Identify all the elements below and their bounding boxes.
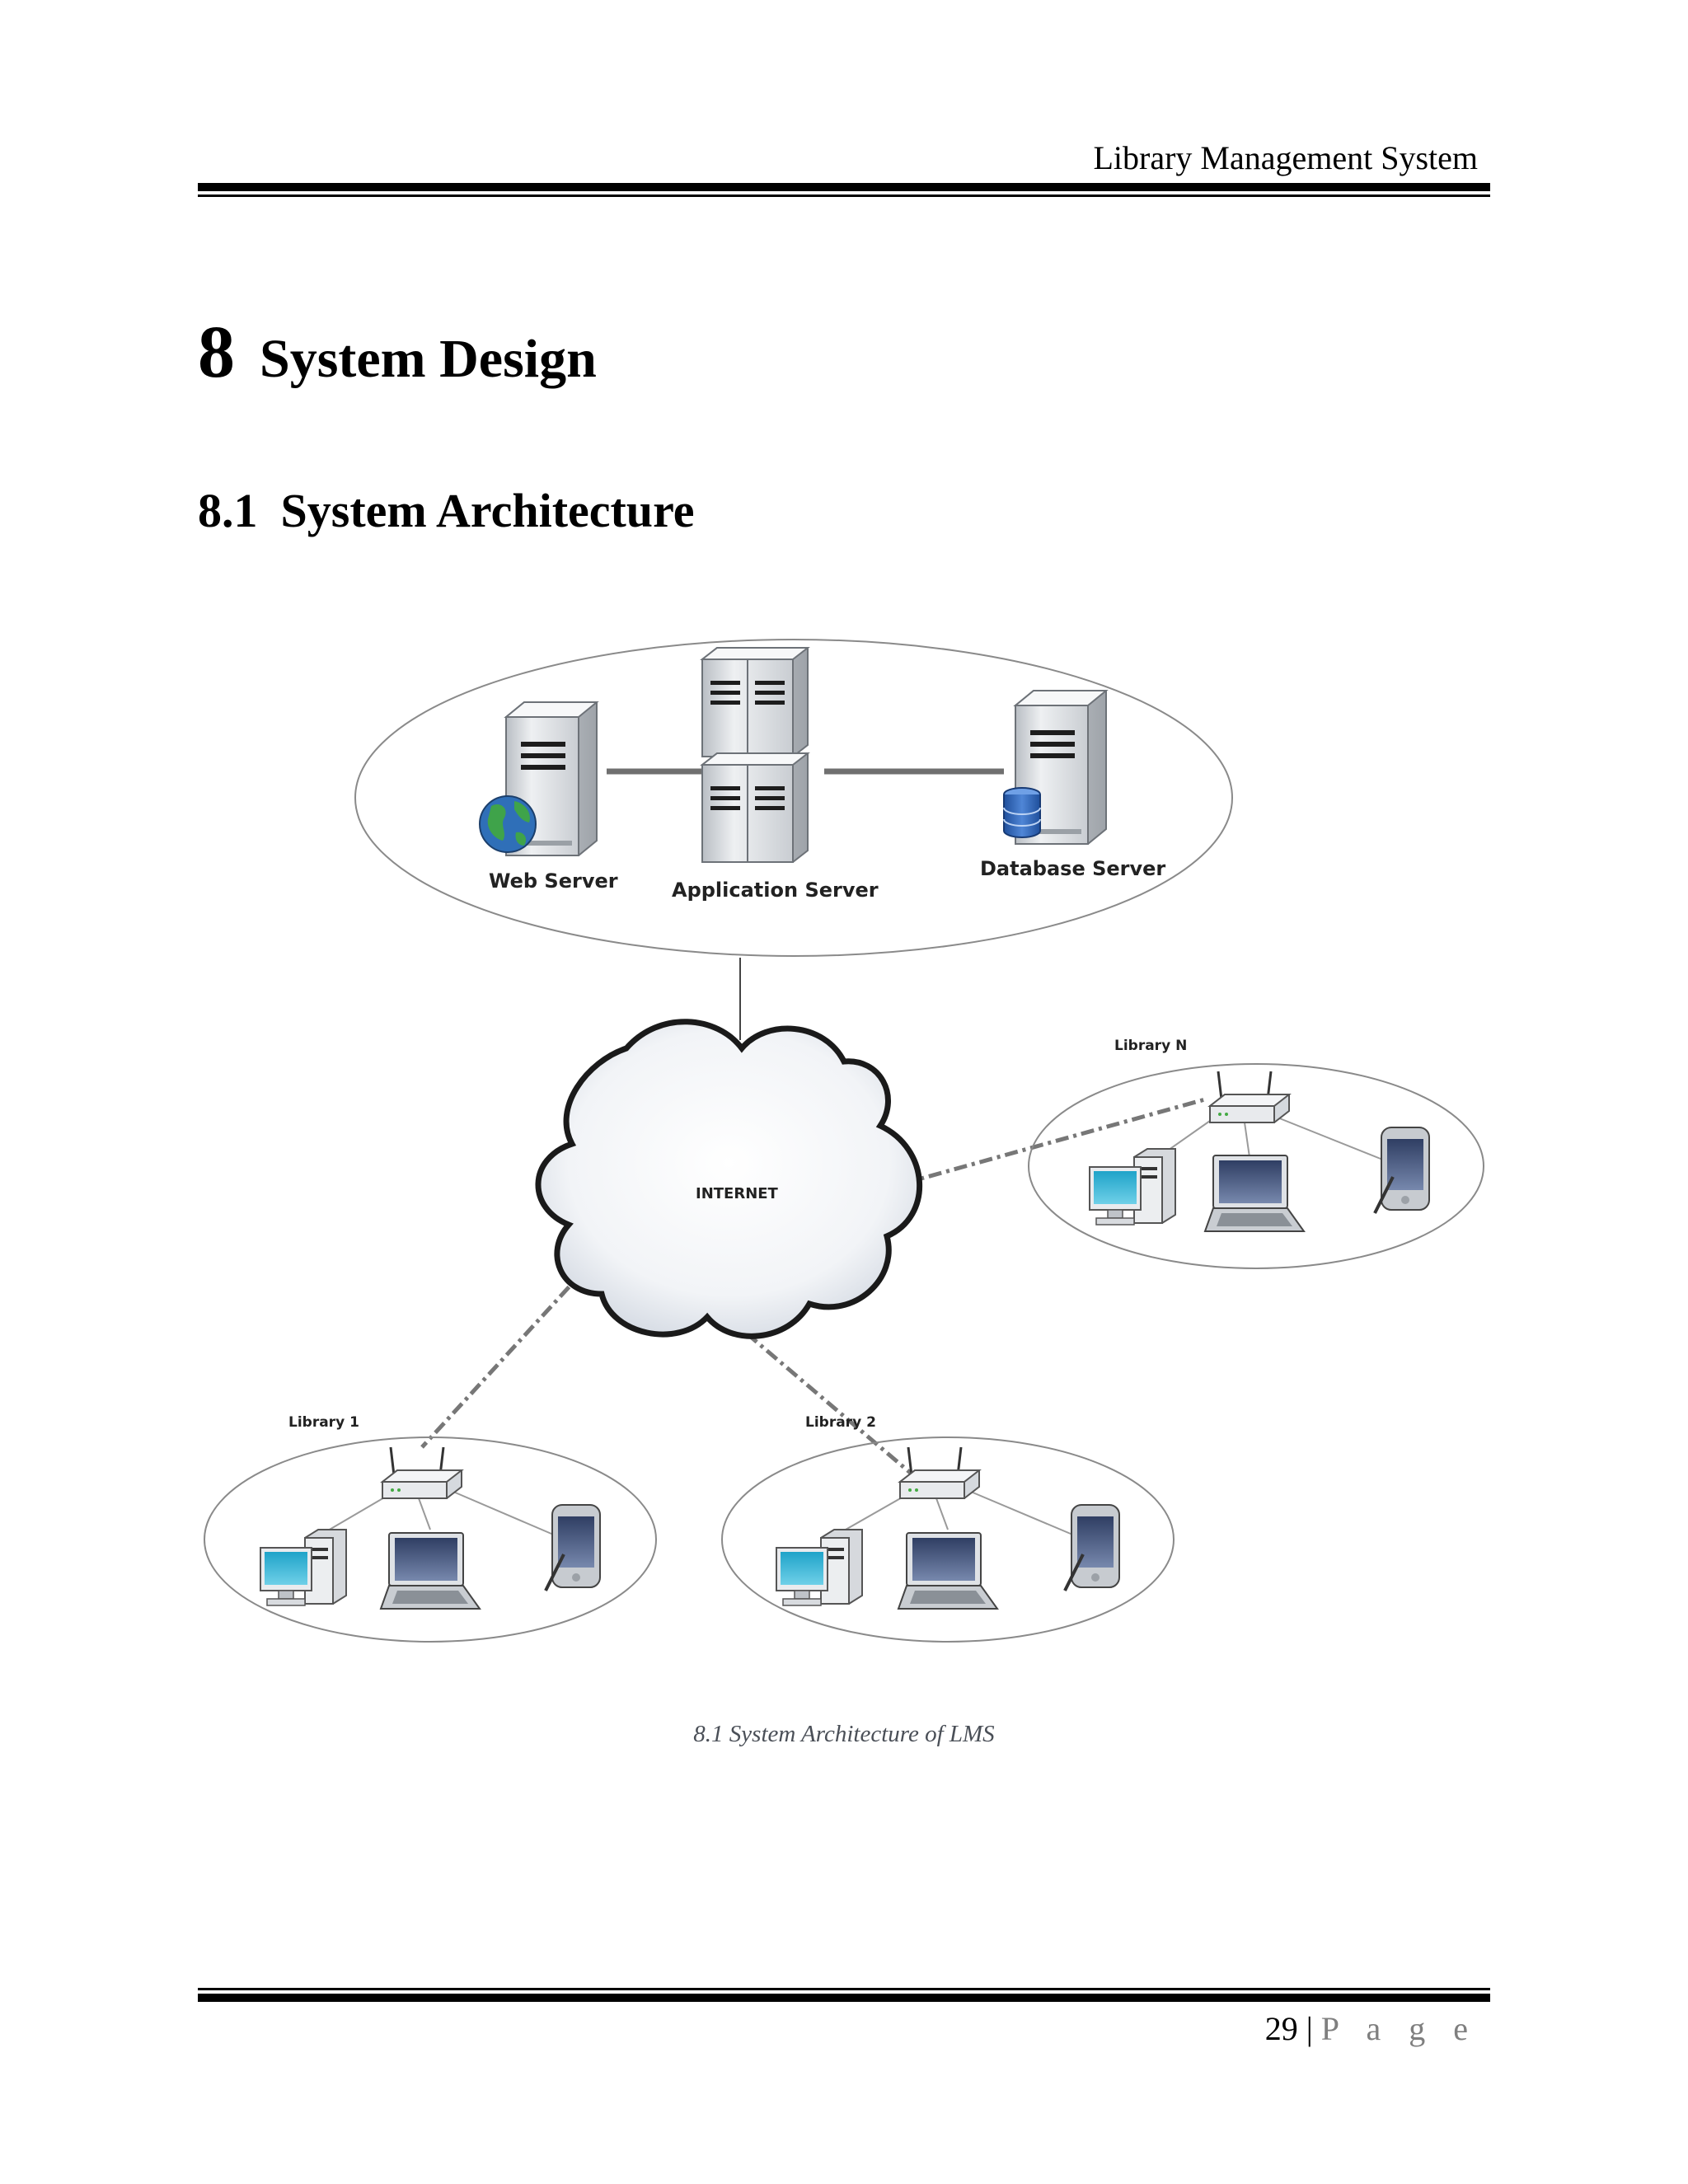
header-rule-thick	[198, 183, 1490, 191]
internet-library2-link	[745, 1332, 915, 1477]
internet-label: INTERNET	[696, 1185, 779, 1202]
footer-rule-thick	[198, 1994, 1490, 2002]
library-1-pda-icon	[544, 1503, 602, 1592]
library-2-router-icon	[898, 1446, 981, 1500]
library-2-label: Library 2	[805, 1414, 876, 1431]
library-n-router-icon	[1208, 1070, 1291, 1124]
internet-cloud-icon	[535, 1019, 923, 1339]
application-server-label: Application Server	[672, 879, 879, 902]
library-n-pc-icon	[1089, 1148, 1176, 1226]
chapter-heading: 8 System Design	[198, 312, 597, 401]
database-server-icon	[1003, 690, 1107, 845]
chapter-number: 8	[198, 312, 235, 393]
page-separator: |	[1306, 2010, 1313, 2047]
web-server-icon	[479, 701, 598, 856]
page-word: P a g e	[1320, 2010, 1478, 2047]
library-2-pc-icon	[776, 1529, 863, 1606]
library-1-pc-icon	[260, 1529, 347, 1606]
database-server-label: Database Server	[980, 857, 1165, 880]
library-1-label: Library 1	[288, 1414, 359, 1431]
web-server-label: Web Server	[489, 869, 618, 893]
library-2-laptop-icon	[898, 1532, 998, 1610]
page-footer: 29 | P a g e	[1265, 2009, 1478, 2048]
header-rule-thin	[198, 194, 1490, 197]
internet-library1-link	[420, 1266, 588, 1449]
chapter-title: System Design	[260, 329, 597, 389]
library-2-ellipse	[721, 1436, 1175, 1643]
section-number: 8.1	[198, 484, 258, 537]
library-n-ellipse	[1028, 1063, 1484, 1269]
application-server-icon	[701, 647, 809, 863]
figure-caption: 8.1 System Architecture of LMS	[693, 1721, 995, 1747]
footer-rule-thin	[198, 1988, 1490, 1990]
library-n-pda-icon	[1373, 1126, 1431, 1215]
page-number: 29	[1264, 2010, 1298, 2047]
library-1-router-icon	[381, 1446, 463, 1500]
running-header: Library Management System	[1093, 139, 1478, 176]
library-n-laptop-icon	[1204, 1155, 1305, 1232]
library-1-laptop-icon	[380, 1532, 481, 1610]
library-2-pda-icon	[1063, 1503, 1121, 1592]
section-heading: 8.1 System Architecture	[198, 482, 695, 540]
library-n-label: Library N	[1114, 1038, 1187, 1054]
library-1-ellipse	[204, 1436, 657, 1643]
section-title: System Architecture	[280, 484, 695, 537]
